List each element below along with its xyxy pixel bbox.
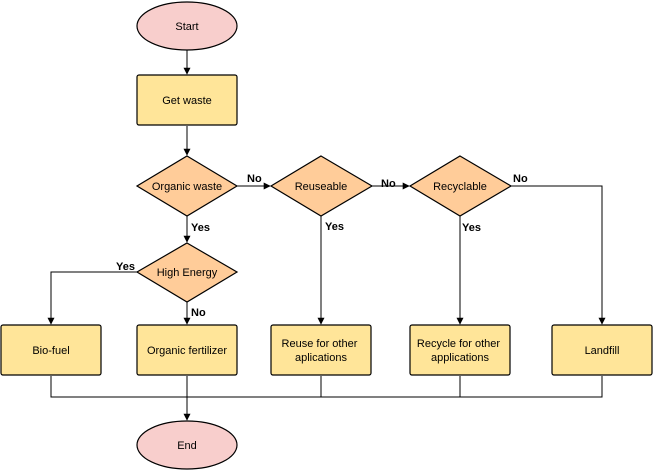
organic-fertilizer-label: Organic fertilizer xyxy=(147,345,227,357)
high-energy-decision[interactable]: High Energy xyxy=(135,242,239,303)
end-node[interactable]: End xyxy=(136,420,238,470)
recycle-box xyxy=(409,324,511,376)
recycle-node[interactable]: Recycle for other applications xyxy=(409,324,511,376)
get-waste-label: Get waste xyxy=(162,95,212,107)
reuseable-label: Reuseable xyxy=(295,181,348,193)
recycle-label-line-2: applications xyxy=(431,352,490,364)
landfill-node[interactable]: Landfill xyxy=(551,324,653,376)
label-organic-yes: Yes xyxy=(191,222,210,234)
recyclable-decision[interactable]: Recyclable xyxy=(408,155,513,217)
label-high-energy-no: No xyxy=(191,307,206,319)
recycle-label: Recycle for other applications xyxy=(417,338,503,364)
recycle-label-line-1: Recycle for other xyxy=(417,338,500,350)
start-label: Start xyxy=(175,21,198,33)
edge-high-energy-to-bio-fuel xyxy=(47,271,137,325)
bio-fuel-label: Bio-fuel xyxy=(32,345,69,357)
bio-fuel-node[interactable]: Bio-fuel xyxy=(0,324,102,376)
recyclable-label: Recyclable xyxy=(433,181,487,193)
edge-recyclable-to-landfill xyxy=(511,185,606,325)
organic-waste-decision[interactable]: Organic waste xyxy=(135,155,239,217)
get-waste-node[interactable]: Get waste xyxy=(136,74,238,126)
landfill-box xyxy=(551,324,653,376)
label-recyclable-yes: Yes xyxy=(462,222,481,234)
label-recyclable-no: No xyxy=(513,173,528,185)
recyclable-diamond xyxy=(408,155,513,217)
start-terminal xyxy=(136,1,238,51)
reuse-label-line-1: Reuse for other xyxy=(282,338,358,350)
high-energy-label: High Energy xyxy=(157,267,218,279)
label-high-energy-yes: Yes xyxy=(116,261,135,273)
edge-labels: No Yes No Yes No Yes Yes No xyxy=(116,173,528,319)
start-node[interactable]: Start xyxy=(136,1,238,51)
landfill-label: Landfill xyxy=(585,345,620,357)
edge-bio-fuel-collector xyxy=(50,376,603,398)
organic-waste-label: Organic waste xyxy=(152,181,222,193)
edges xyxy=(47,50,606,421)
organic-fertilizer-node[interactable]: Organic fertilizer xyxy=(136,324,238,376)
high-energy-diamond xyxy=(135,242,239,303)
reuseable-decision[interactable]: Reuseable xyxy=(269,155,374,217)
organic-fertilizer-box xyxy=(136,324,238,376)
get-waste-box xyxy=(136,74,238,126)
reuseable-diamond xyxy=(269,155,374,217)
label-organic-no: No xyxy=(247,173,262,185)
reuse-node[interactable]: Reuse for other aplications xyxy=(270,324,372,376)
bio-fuel-box xyxy=(0,324,102,376)
organic-waste-diamond xyxy=(135,155,239,217)
end-terminal xyxy=(136,420,238,470)
reuse-box xyxy=(270,324,372,376)
label-reuseable-yes: Yes xyxy=(325,221,344,233)
reuse-label-line-2: aplications xyxy=(295,352,347,364)
reuse-label: Reuse for other aplications xyxy=(282,338,361,364)
label-reuseable-no: No xyxy=(381,178,396,190)
end-label: End xyxy=(177,440,197,452)
